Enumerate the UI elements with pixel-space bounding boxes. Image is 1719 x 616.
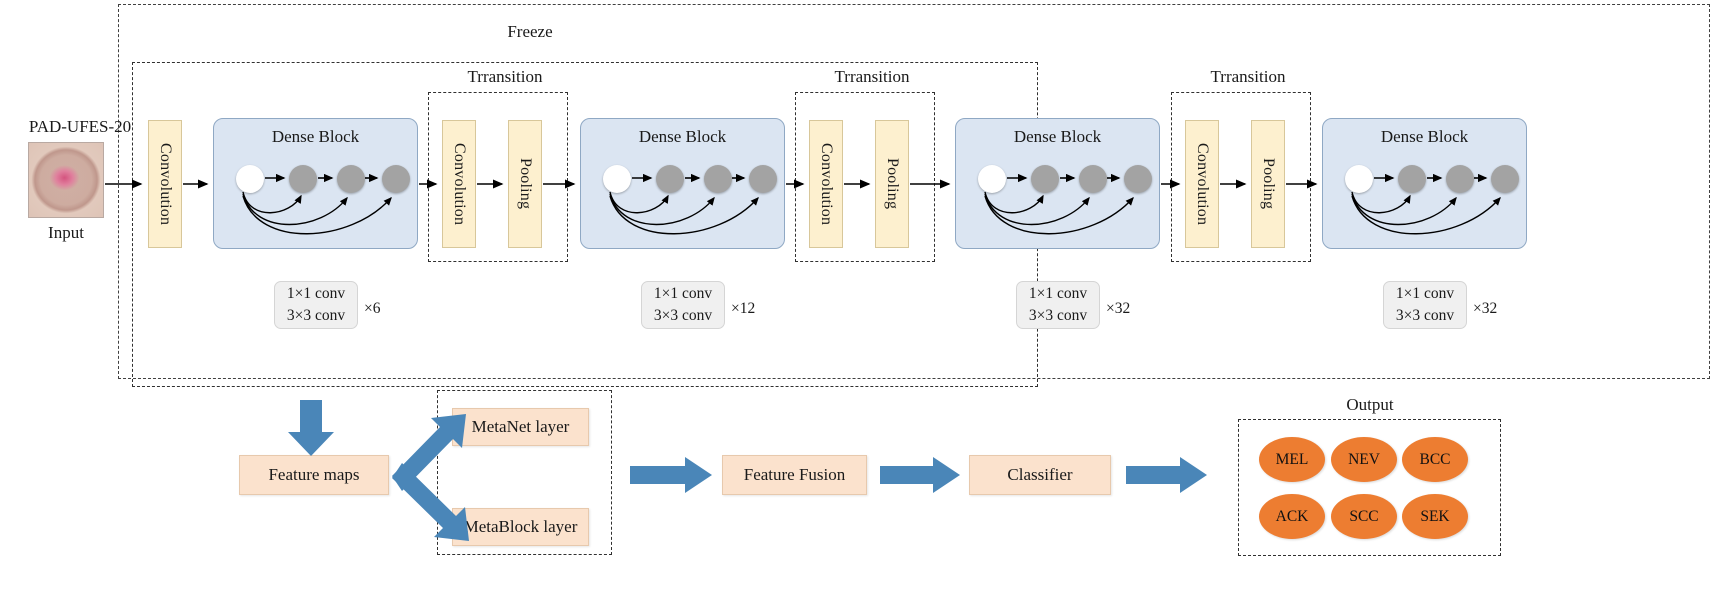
dense-node: [1398, 165, 1426, 193]
dense-node: [1124, 165, 1152, 193]
dense-node: [749, 165, 777, 193]
dense-block-3-conv-spec: 1×1 conv 3×3 conv: [1016, 281, 1100, 329]
dense-node: [337, 165, 365, 193]
transition-3-boundary: [1171, 92, 1311, 262]
dense-block-4-conv-spec: 1×1 conv 3×3 conv: [1383, 281, 1467, 329]
output-class-sek: SEK: [1402, 494, 1468, 539]
dense-block-1-label: Dense Block: [271, 127, 360, 146]
dense-node: [1491, 165, 1519, 193]
input-caption: Input: [48, 223, 84, 242]
output-boundary: [1238, 419, 1501, 556]
transition-1-pooling-label: Pooling: [517, 158, 534, 210]
transition-1-pooling-box: Pooling: [508, 120, 542, 248]
dense-node: [236, 165, 264, 193]
transition-1-convolution-box: Convolution: [442, 120, 476, 248]
output-class-bcc: BCC: [1402, 437, 1468, 482]
dense-node: [1446, 165, 1474, 193]
dense-node: [978, 165, 1006, 193]
transition-1-convolution-label: Convolution: [451, 142, 468, 226]
transition-1-boundary: [428, 92, 568, 262]
stem-convolution-label: Convolution: [157, 142, 174, 226]
transition-3-convolution-box: Convolution: [1185, 120, 1219, 248]
output-class-scc: SCC: [1331, 494, 1397, 539]
freeze-outer-boundary: [118, 4, 1710, 379]
dense-node: [1079, 165, 1107, 193]
dense-block-3-repeat: ×32: [1106, 300, 1131, 317]
dense-block-3: Dense Block: [955, 118, 1160, 249]
transition-3-label: Trransition: [1210, 67, 1286, 86]
freeze-label: Freeze: [507, 22, 553, 41]
metablock-layer-box: MetaBlock layer: [452, 508, 589, 546]
dense-block-2-repeat: ×12: [731, 300, 756, 317]
conv-spec-line-2: 3×3 conv: [1395, 307, 1455, 324]
dense-node: [289, 165, 317, 193]
dataset-label: PAD-UFES-20: [28, 117, 132, 136]
transition-2-boundary: [795, 92, 935, 262]
dense-block-2-conv-spec: 1×1 conv 3×3 conv: [641, 281, 725, 329]
arrow-meta-to-feature-fusion: [630, 457, 712, 493]
transition-2-pooling-box: Pooling: [875, 120, 909, 248]
transition-2-pooling-label: Pooling: [884, 158, 901, 210]
feature-maps-box: Feature maps: [239, 455, 389, 495]
dense-block-4-repeat: ×32: [1473, 300, 1498, 317]
transition-3-pooling-box: Pooling: [1251, 120, 1285, 248]
conv-spec-line-1: 1×1 conv: [286, 284, 346, 302]
transition-2-label: Trransition: [834, 67, 910, 86]
metanet-layer-box: MetaNet layer: [452, 408, 589, 446]
dense-node: [603, 165, 631, 193]
feature-fusion-box: Feature Fusion: [722, 455, 867, 495]
dense-node: [1345, 165, 1373, 193]
conv-spec-line-2: 3×3 conv: [653, 307, 713, 324]
transition-1-label: Trransition: [467, 67, 543, 86]
conv-spec-line-1: 1×1 conv: [653, 284, 713, 302]
conv-spec-line-1: 1×1 conv: [1028, 284, 1088, 302]
transition-2-convolution-box: Convolution: [809, 120, 843, 248]
transition-2-convolution-label: Convolution: [818, 142, 835, 226]
stem-convolution-box: Convolution: [148, 120, 182, 248]
transition-3-pooling-label: Pooling: [1260, 158, 1277, 210]
output-class-mel: MEL: [1259, 437, 1325, 482]
conv-spec-line-2: 3×3 conv: [1028, 307, 1088, 324]
output-class-nev: NEV: [1331, 437, 1397, 482]
classifier-box: Classifier: [969, 455, 1111, 495]
arrow-backbone-to-feature-maps: [288, 400, 334, 456]
dense-node: [1031, 165, 1059, 193]
dense-block-4-label: Dense Block: [1380, 127, 1469, 146]
output-title: Output: [1346, 395, 1394, 414]
input-image: [28, 142, 104, 218]
output-class-ack: ACK: [1259, 494, 1325, 539]
dense-block-4: Dense Block: [1322, 118, 1527, 249]
conv-spec-line-2: 3×3 conv: [286, 307, 346, 324]
dense-block-2: Dense Block: [580, 118, 785, 249]
dense-block-2-label: Dense Block: [638, 127, 727, 146]
dense-block-1: Dense Block: [213, 118, 418, 249]
conv-spec-line-1: 1×1 conv: [1395, 284, 1455, 302]
dense-block-1-conv-spec: 1×1 conv 3×3 conv: [274, 281, 358, 329]
dense-block-1-repeat: ×6: [364, 300, 381, 317]
dense-node: [382, 165, 410, 193]
arrow-feature-fusion-to-classifier: [880, 457, 960, 493]
dense-node: [656, 165, 684, 193]
transition-3-convolution-label: Convolution: [1194, 142, 1211, 226]
dense-block-3-label: Dense Block: [1013, 127, 1102, 146]
arrow-classifier-to-output: [1126, 457, 1207, 493]
dense-node: [704, 165, 732, 193]
